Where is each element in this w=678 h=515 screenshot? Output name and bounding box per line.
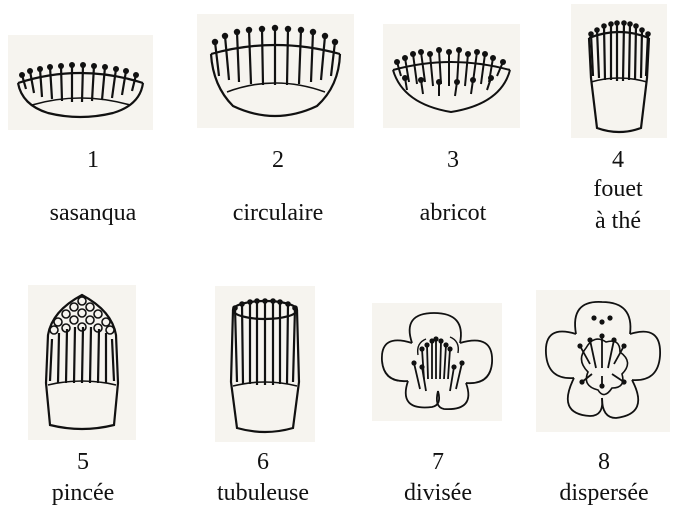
item-number-4: 4 xyxy=(598,146,638,174)
item-number-7: 7 xyxy=(418,448,458,476)
dispersee-stamens-icon xyxy=(536,290,670,432)
item-label-6: tubuleuse xyxy=(193,479,333,507)
item-label-4-line2: à thé xyxy=(558,206,678,236)
tubuleuse-stamens-icon xyxy=(215,286,315,442)
fouet-a-the-stamens-icon xyxy=(571,4,667,138)
divisee-stamens-icon xyxy=(372,303,502,421)
item-label-1: sasanqua xyxy=(13,199,173,227)
item-label-8: dispersée xyxy=(534,479,674,507)
item-label-7: divisée xyxy=(368,479,508,507)
item-label-2: circulaire xyxy=(198,199,358,227)
item-number-8: 8 xyxy=(584,448,624,476)
item-label-3: abricot xyxy=(373,199,533,227)
item-label-5: pincée xyxy=(13,479,153,507)
pincee-stamens-icon xyxy=(28,285,136,440)
item-number-1: 1 xyxy=(73,146,113,174)
item-number-6: 6 xyxy=(243,448,283,476)
sasanqua-stamens-icon xyxy=(8,35,153,130)
item-number-2: 2 xyxy=(258,146,298,174)
item-number-5: 5 xyxy=(63,448,103,476)
abricot-stamens-icon xyxy=(383,24,520,128)
circulaire-stamens-icon xyxy=(197,14,354,128)
item-number-3: 3 xyxy=(433,146,473,174)
item-label-4-line1: fouet xyxy=(558,174,678,204)
